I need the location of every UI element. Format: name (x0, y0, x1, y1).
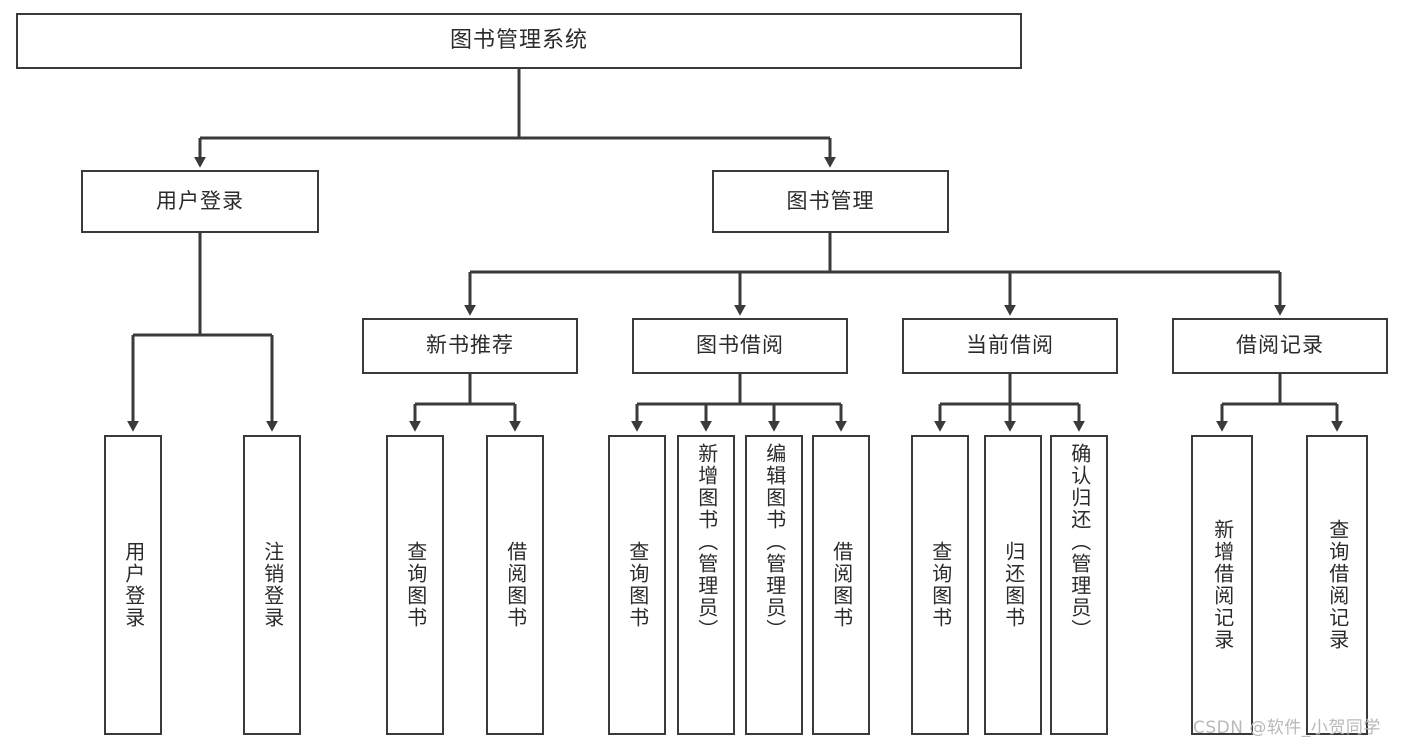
node-label: 归还图书 (1001, 541, 1026, 629)
node-label: 新书推荐 (426, 333, 514, 358)
leaf-borrow-books[interactable]: 借阅图书 (812, 435, 870, 735)
node-book-management[interactable]: 图书管理 (712, 170, 949, 233)
node-label: 注销登录 (260, 541, 285, 629)
leaf-user-login[interactable]: 用户登录 (104, 435, 162, 735)
node-label: 图书管理系统 (449, 27, 588, 53)
node-label: 查询图书 (928, 541, 953, 629)
leaf-query-books-current[interactable]: 查询图书 (911, 435, 969, 735)
node-label: 新增图书（管理员） (694, 443, 719, 641)
leaf-return-books[interactable]: 归还图书 (984, 435, 1042, 735)
node-label: 用户登录 (156, 188, 244, 213)
node-label: 用户登录 (121, 541, 146, 629)
leaf-edit-book-admin[interactable]: 编辑图书（管理员） (745, 435, 803, 735)
node-current-borrow[interactable]: 当前借阅 (902, 318, 1118, 374)
leaf-user-logout[interactable]: 注销登录 (243, 435, 301, 735)
node-root-system[interactable]: 图书管理系统 (16, 13, 1022, 69)
leaf-query-books-recommend[interactable]: 查询图书 (386, 435, 444, 735)
node-borrow-records[interactable]: 借阅记录 (1172, 318, 1388, 374)
node-label: 查询借阅记录 (1325, 519, 1350, 651)
node-label: 查询图书 (625, 541, 650, 629)
node-label: 图书借阅 (696, 333, 784, 358)
node-label: 图书管理 (786, 188, 875, 213)
node-label: 借阅图书 (503, 541, 528, 629)
leaf-query-borrow-record[interactable]: 查询借阅记录 (1306, 435, 1368, 735)
leaf-confirm-return-admin[interactable]: 确认归还（管理员） (1050, 435, 1108, 735)
leaf-query-books-borrow[interactable]: 查询图书 (608, 435, 666, 735)
node-label: 借阅图书 (829, 541, 854, 629)
node-new-book-recommend[interactable]: 新书推荐 (362, 318, 578, 374)
node-label: 编辑图书（管理员） (762, 443, 787, 641)
leaf-add-book-admin[interactable]: 新增图书（管理员） (677, 435, 735, 735)
node-user-login[interactable]: 用户登录 (81, 170, 319, 233)
leaf-add-borrow-record[interactable]: 新增借阅记录 (1191, 435, 1253, 735)
node-label: 确认归还（管理员） (1067, 443, 1092, 641)
leaf-borrow-books-recommend[interactable]: 借阅图书 (486, 435, 544, 735)
node-label: 新增借阅记录 (1210, 519, 1235, 651)
node-book-borrow[interactable]: 图书借阅 (632, 318, 848, 374)
node-label: 查询图书 (403, 541, 428, 629)
csdn-watermark: CSDN @软件_小贺同学 (1193, 718, 1381, 738)
node-label: 借阅记录 (1236, 333, 1324, 358)
node-label: 当前借阅 (966, 333, 1054, 358)
